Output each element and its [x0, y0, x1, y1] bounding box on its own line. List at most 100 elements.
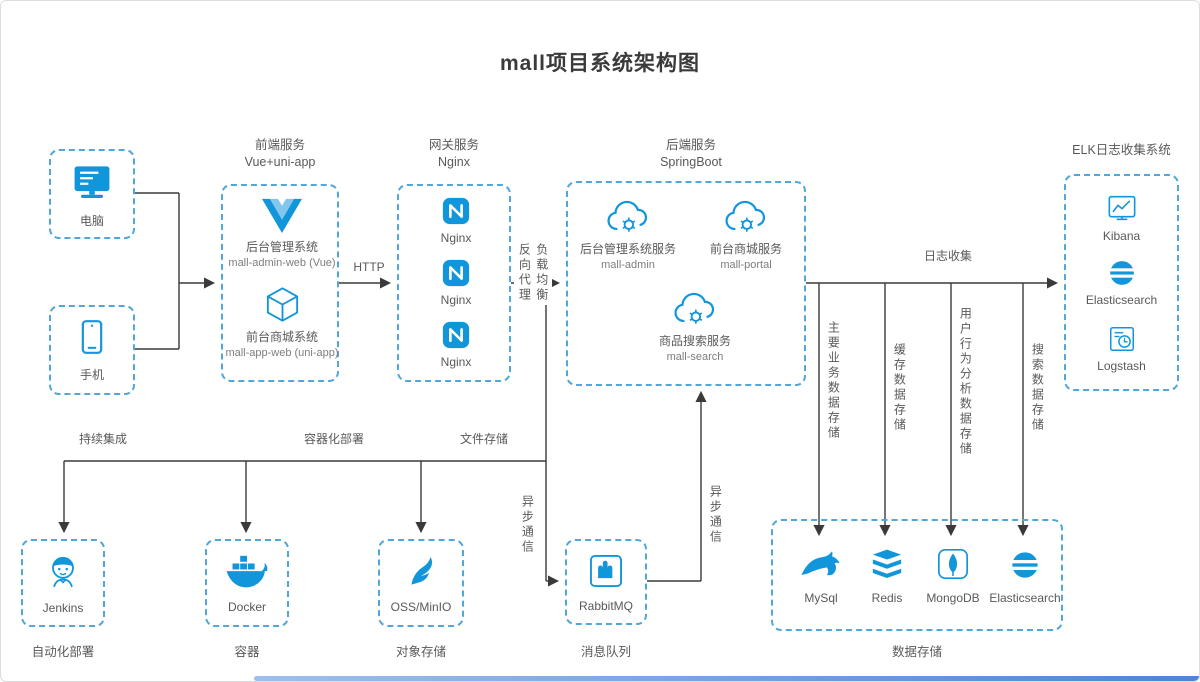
- rabbitmq-caption: 消息队列: [580, 645, 631, 659]
- proxy-line-1: 反向代理: [517, 243, 532, 303]
- cube-icon: [264, 286, 301, 323]
- kibana-icon: [1106, 192, 1138, 224]
- edge-label-log-collect: 日志收集: [921, 249, 975, 264]
- edge-label-db-main: 主要业务数据存储: [825, 321, 842, 441]
- service-name: Nginx: [440, 293, 472, 307]
- edge-label-file-storage: 文件存储: [458, 432, 510, 447]
- datastore-redis: Redis: [852, 547, 922, 605]
- datastore-group-box: MySql Redis MongoDB Elasticsearch: [771, 519, 1063, 631]
- edge-label-db-search: 搜索数据存储: [1029, 343, 1046, 433]
- edge-label-reverse-proxy: 反向代理 负载均衡: [514, 241, 552, 305]
- mongodb-icon: [936, 547, 970, 581]
- datastore-mongodb: MongoDB: [918, 547, 988, 605]
- phone-icon: [72, 317, 112, 357]
- docker-box: Docker: [205, 539, 289, 627]
- edge-label-db-user: 用户行为分析数据存储: [957, 307, 974, 457]
- edge-label-db-cache: 缓存数据存储: [891, 343, 908, 433]
- jenkins-label: Jenkins: [42, 600, 84, 615]
- rabbitmq-icon: [587, 552, 625, 590]
- frontend-subtitle: Vue+uni-app: [244, 154, 316, 169]
- service-mall-admin-web: 后台管理系统 mall-admin-web (Vue): [225, 198, 339, 269]
- service-kibana: Kibana: [1068, 192, 1175, 243]
- datastore-name: Redis: [871, 591, 903, 605]
- elk-title: ELK日志收集系统: [1072, 143, 1171, 157]
- datastore-name: Elasticsearch: [989, 591, 1061, 605]
- phone-label: 手机: [79, 368, 104, 382]
- horizontal-scrollbar-thumb[interactable]: [254, 676, 1199, 681]
- frontend-group-box: 后台管理系统 mall-admin-web (Vue) 前台商城系统 mall-…: [221, 184, 339, 382]
- frontend-title: 前端服务: [254, 138, 305, 152]
- edge-label-ci: 持续集成: [77, 432, 129, 447]
- elk-heading: ELK日志收集系统: [1049, 142, 1194, 159]
- jenkins-icon: [43, 552, 83, 592]
- docker-caption: 容器: [234, 645, 260, 659]
- rabbitmq-label: RabbitMQ: [578, 598, 634, 613]
- edge-label-container-deploy: 容器化部署: [301, 432, 367, 447]
- nginx-icon: [441, 196, 471, 226]
- service-name: Logstash: [1097, 359, 1146, 373]
- datastore-mysql: MySql: [786, 547, 856, 605]
- datastore-name: MySql: [804, 591, 838, 605]
- gateway-group-box: Nginx Nginx Nginx: [397, 184, 511, 382]
- service-name: Kibana: [1102, 229, 1141, 243]
- mysql-icon: [798, 547, 844, 581]
- service-id: mall-admin-web (Vue): [228, 257, 336, 269]
- elk-group-box: Kibana Elasticsearch Logstash: [1064, 174, 1179, 391]
- datastore-name: MongoDB: [926, 591, 980, 605]
- service-id: mall-app-web (uni-app): [225, 347, 339, 359]
- logstash-icon: [1107, 324, 1137, 354]
- service-mall-admin: 后台管理系统服务 mall-admin: [573, 199, 683, 271]
- vue-icon: [262, 198, 302, 233]
- redis-icon: [870, 548, 904, 581]
- frontend-heading: 前端服务 Vue+uni-app: [220, 137, 340, 171]
- cloud-service-icon: [672, 291, 718, 327]
- backend-group-box: 后台管理系统服务 mall-admin 前台商城服务 mall-portal 商…: [566, 181, 806, 386]
- service-nginx-2: Nginx: [401, 258, 511, 307]
- service-logstash: Logstash: [1068, 324, 1175, 373]
- oss-minio-icon: [402, 553, 440, 591]
- jenkins-box: Jenkins: [21, 539, 105, 627]
- service-id: mall-portal: [720, 259, 772, 271]
- jenkins-caption: 自动化部署: [31, 645, 95, 659]
- gateway-subtitle: Nginx: [438, 154, 470, 169]
- client-computer-box: 电脑: [49, 149, 135, 239]
- service-id: mall-search: [666, 351, 724, 363]
- service-nginx-1: Nginx: [401, 196, 511, 245]
- computer-label: 电脑: [79, 214, 104, 228]
- service-mall-search: 商品搜索服务 mall-search: [640, 291, 750, 363]
- service-name: 前台商城系统: [245, 330, 318, 344]
- elasticsearch-icon: [1009, 549, 1041, 581]
- oss-minio-label: OSS/MinIO: [390, 599, 452, 614]
- service-name: 商品搜索服务: [658, 334, 731, 348]
- service-mall-app-web: 前台商城系统 mall-app-web (uni-app): [225, 286, 339, 359]
- edge-label-async-right: 异步通信: [707, 485, 724, 545]
- edge-label-http: HTTP: [348, 260, 390, 275]
- service-mall-portal: 前台商城服务 mall-portal: [691, 199, 801, 271]
- service-name: Nginx: [440, 231, 472, 245]
- proxy-line-2: 负载均衡: [534, 243, 549, 303]
- service-elasticsearch: Elasticsearch: [1068, 258, 1175, 307]
- edge-label-async-left: 异步通信: [519, 495, 536, 555]
- datastore-caption: 数据存储: [891, 645, 942, 659]
- rabbitmq-box: RabbitMQ: [565, 539, 647, 625]
- nginx-icon: [441, 258, 471, 288]
- backend-subtitle: SpringBoot: [660, 154, 722, 169]
- docker-label: Docker: [227, 599, 266, 614]
- page-title: mall项目系统架构图: [499, 52, 701, 75]
- oss-caption: 对象存储: [395, 645, 446, 659]
- client-phone-box: 手机: [49, 305, 135, 395]
- service-id: mall-admin: [601, 259, 655, 271]
- service-name: 后台管理系统服务: [579, 242, 676, 256]
- service-name: Nginx: [440, 355, 472, 369]
- elasticsearch-icon: [1107, 258, 1137, 288]
- service-name: 后台管理系统: [245, 240, 318, 254]
- cloud-service-icon: [723, 199, 769, 235]
- service-name: 前台商城服务: [709, 242, 782, 256]
- gateway-title: 网关服务: [428, 138, 479, 152]
- computer-icon: [70, 159, 114, 203]
- nginx-icon: [441, 320, 471, 350]
- service-nginx-3: Nginx: [401, 320, 511, 369]
- service-name: Elasticsearch: [1085, 293, 1158, 307]
- oss-minio-box: OSS/MinIO: [378, 539, 464, 627]
